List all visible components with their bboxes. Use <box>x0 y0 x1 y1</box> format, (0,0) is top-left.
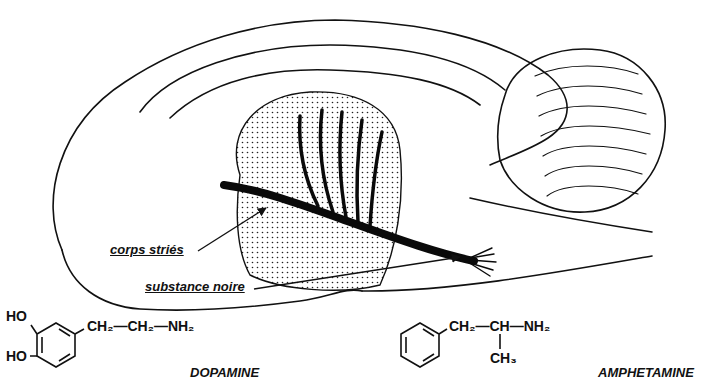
chemical-chain: CH₂—CH—NH₂ <box>449 318 550 334</box>
chemical-group: HO <box>6 308 27 324</box>
cerebellum-folium <box>545 166 642 176</box>
cerebellum-outline <box>498 49 666 212</box>
brainstem-outline <box>470 198 652 232</box>
cerebellum-folium <box>535 66 638 76</box>
cerebellum-folium <box>537 86 642 96</box>
leader-arrow <box>254 257 460 289</box>
brainstem-outline <box>362 256 652 291</box>
cerebellum-folium <box>543 146 646 156</box>
structure-label: corps striés <box>110 243 184 258</box>
fiber-branch <box>340 112 346 217</box>
benzene-ring <box>30 323 84 367</box>
fiber-bundle <box>224 185 474 261</box>
fiber-endings <box>468 248 496 276</box>
structure-label: substance noire <box>145 280 245 295</box>
cerebellum-folium <box>541 126 650 136</box>
chemical-chain: CH₂—CH₂—NH₂ <box>87 318 194 334</box>
fiber-branch <box>357 120 362 222</box>
cerebellum-folium <box>539 106 646 116</box>
fiber-branch <box>320 110 333 212</box>
fiber-branch <box>300 116 318 206</box>
leader-arrow <box>198 208 266 251</box>
molecule-name: AMPHETAMINE <box>598 366 694 381</box>
chemical-group: CH₃ <box>490 350 517 366</box>
cerebellum-folium <box>547 186 638 196</box>
molecule-name: DOPAMINE <box>190 366 259 381</box>
fiber-branch <box>370 132 382 226</box>
chemical-group: HO <box>6 348 27 364</box>
